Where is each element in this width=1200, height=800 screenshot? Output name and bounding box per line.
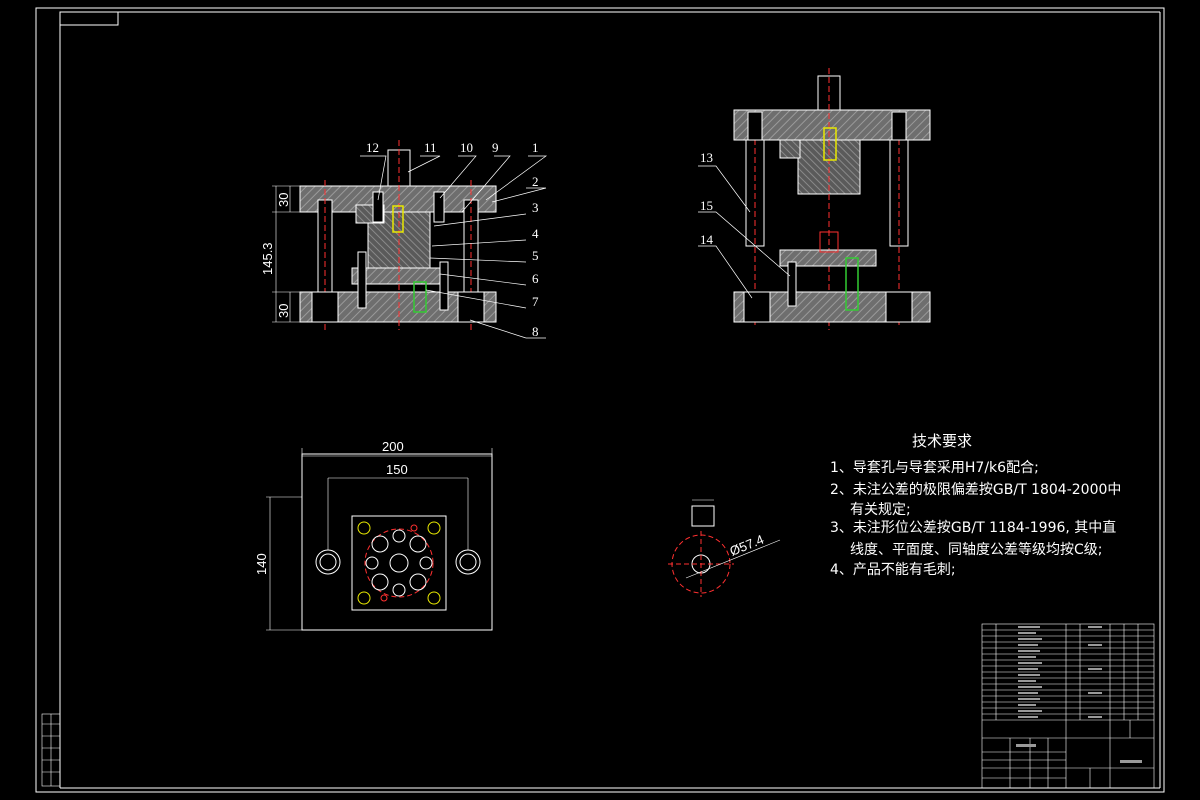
tech-requirement-item: 4、产品不能有毛刺; — [830, 562, 956, 578]
main-section-view — [272, 140, 497, 330]
part-labels-upper: 12 11 10 9 1 — [366, 140, 539, 155]
part-label: 9 — [492, 140, 499, 155]
dimension-total-height: 145.3 — [260, 242, 275, 275]
leader-lines-side — [698, 165, 791, 299]
part-label: 7 — [532, 294, 539, 309]
part-label: 5 — [532, 248, 539, 263]
part-label: 10 — [460, 140, 473, 155]
part-label: 12 — [366, 140, 379, 155]
part-label: 11 — [424, 140, 437, 155]
part-label: 2 — [532, 174, 539, 189]
tech-requirements: 技术要求 1、导套孔与导套采用H7/k6配合; 2、未注公差的极限偏差按GB/T… — [830, 432, 1121, 578]
tech-requirement-item: 线度、平面度、同轴度公差等级均按C级; — [850, 541, 1103, 558]
dimension-hole-spacing: 150 — [386, 462, 408, 477]
title-block-fills — [1016, 626, 1142, 763]
dimension-top-thickness: 30 — [276, 193, 291, 207]
leader-lines-main — [360, 155, 548, 339]
tech-requirement-item: 2、未注公差的极限偏差按GB/T 1804-2000中 — [830, 482, 1121, 498]
part-label: 15 — [700, 198, 713, 213]
part-label: 8 — [532, 324, 539, 339]
part-label: 13 — [700, 150, 713, 165]
dimension-plan-width: 200 — [382, 439, 404, 454]
part-label: 3 — [532, 200, 539, 215]
drawing-frame — [35, 7, 1165, 793]
dimension-bottom-thickness: 30 — [276, 304, 291, 318]
title-block — [981, 623, 1155, 789]
dimension-blank-diameter: Ø57.4 — [728, 532, 766, 559]
binding-strip — [41, 713, 61, 787]
tech-requirement-item: 1、导套孔与导套采用H7/k6配合; — [830, 460, 1039, 476]
tech-requirement-item: 有关规定; — [850, 502, 911, 518]
part-label: 4 — [532, 226, 539, 241]
plan-view — [266, 448, 493, 631]
blank-part-view — [668, 499, 781, 597]
part-labels-side: 13 15 14 — [700, 150, 714, 247]
side-open-view — [733, 68, 931, 330]
part-label: 14 — [700, 232, 714, 247]
tech-requirement-item: 3、未注形位公差按GB/T 1184-1996, 其中直 — [830, 519, 1116, 536]
tech-requirements-title: 技术要求 — [912, 432, 972, 450]
part-label: 6 — [532, 271, 539, 286]
part-labels-right: 2 3 4 5 6 7 8 — [532, 174, 539, 339]
part-label: 1 — [532, 140, 539, 155]
dimension-plan-height: 140 — [254, 553, 269, 575]
